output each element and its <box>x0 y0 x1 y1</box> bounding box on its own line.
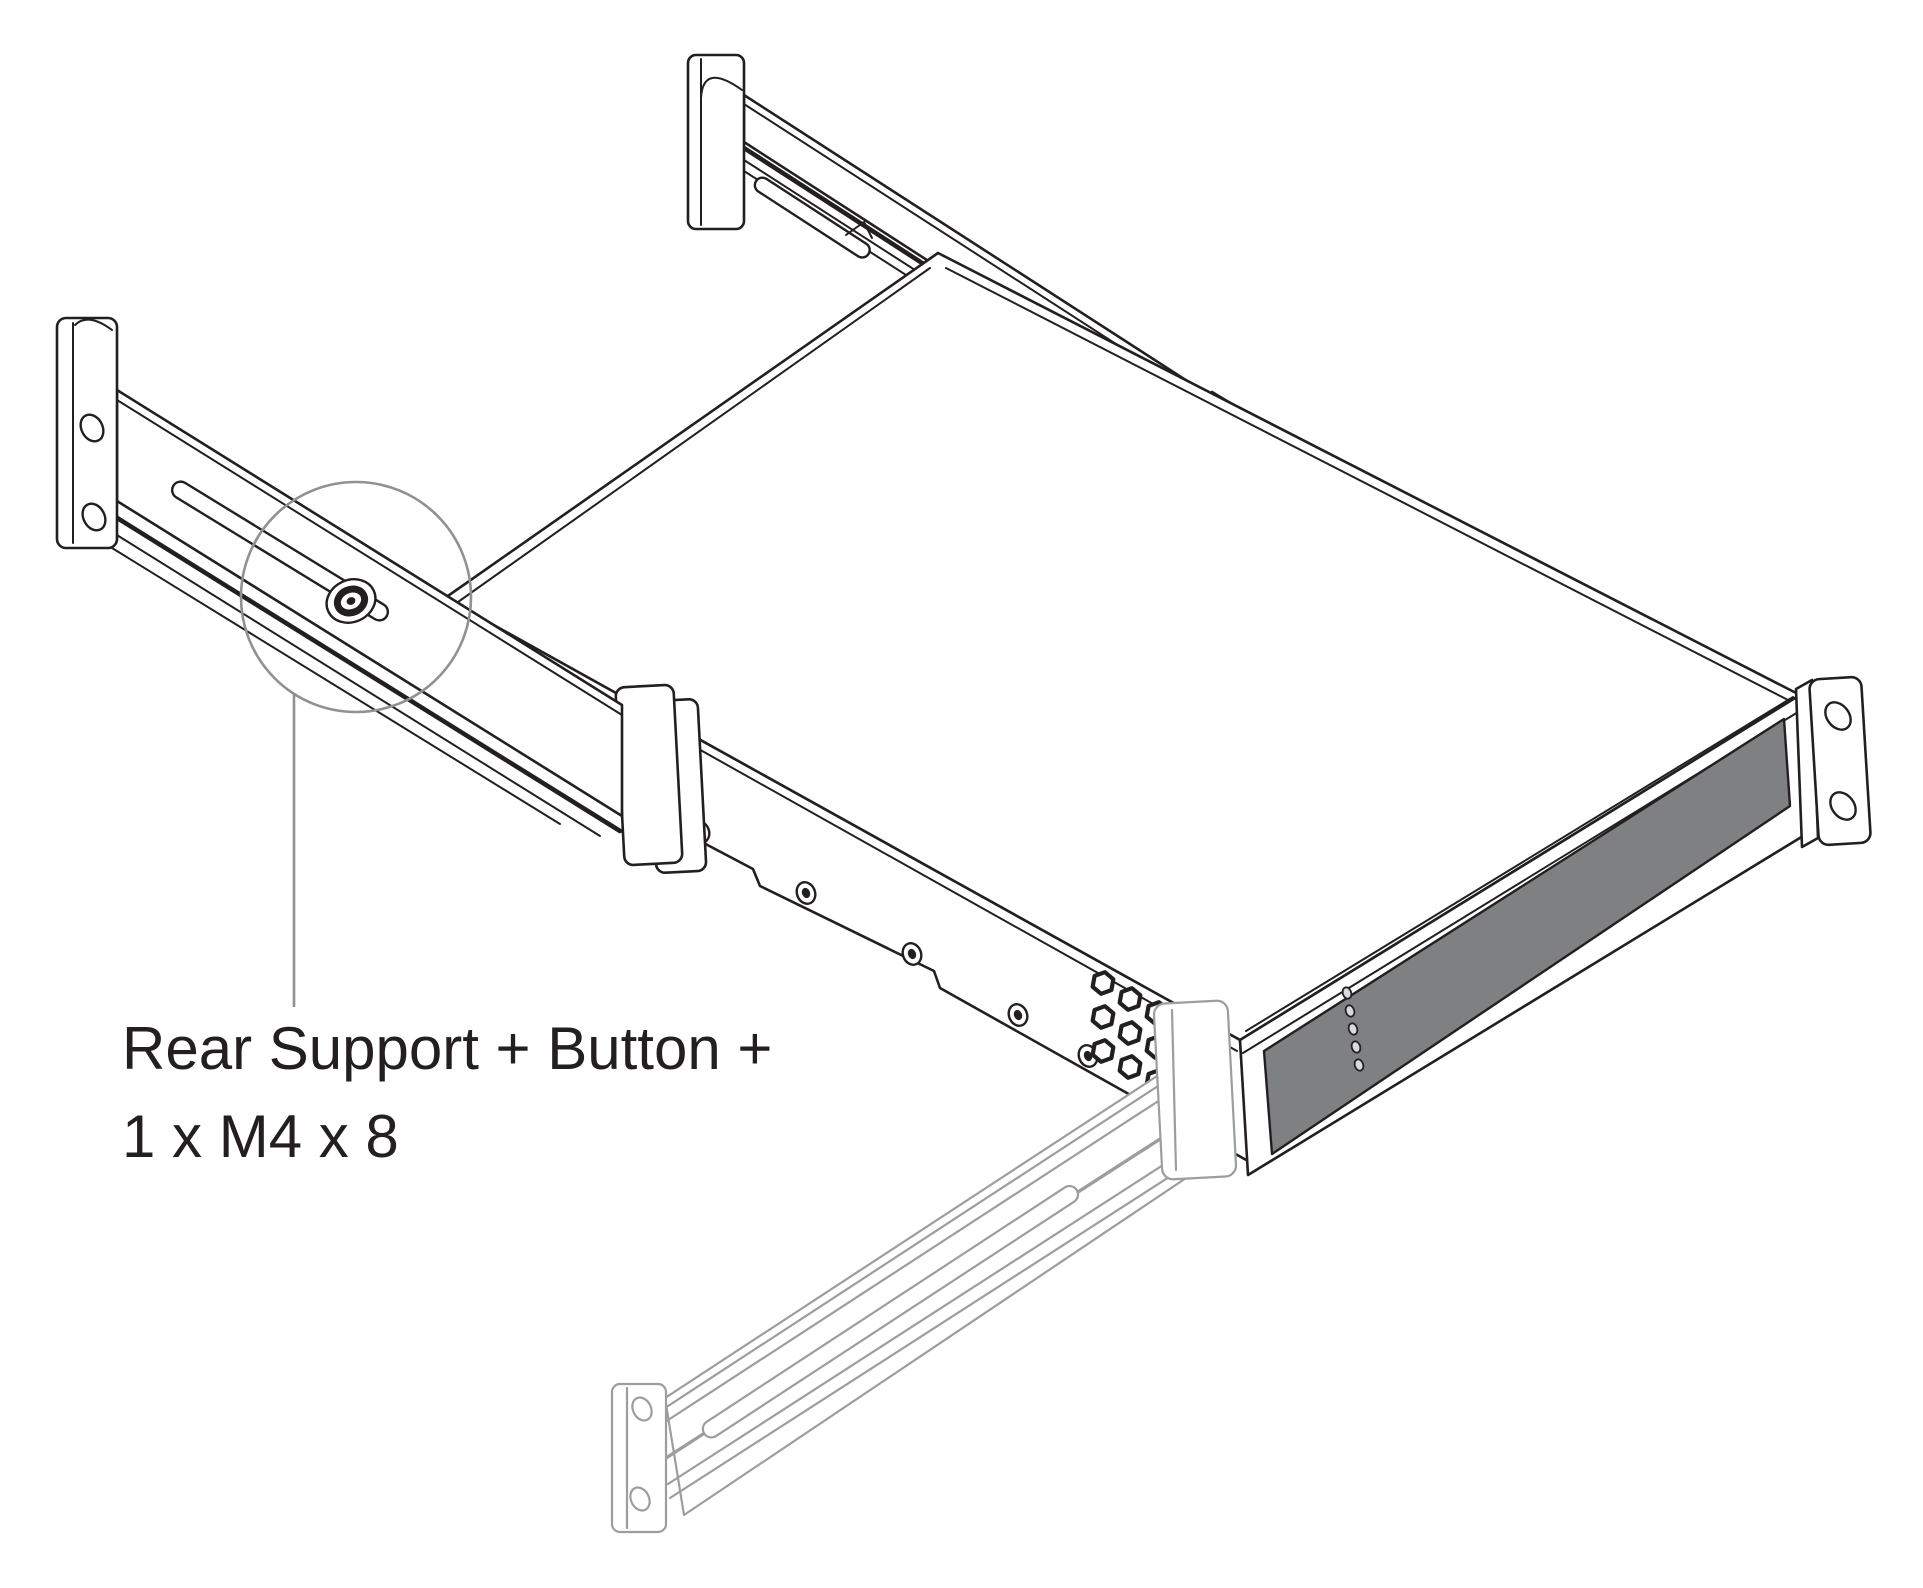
front-panel-leds <box>1341 986 1365 1072</box>
rail-slot-bottom <box>701 1184 1080 1439</box>
rack-ear-right <box>1794 675 1872 849</box>
rear-support-bracket-left <box>55 316 708 875</box>
front-panel <box>1238 693 1810 1177</box>
rear-support-rail-bottom <box>610 999 1238 1534</box>
callout-circle <box>239 480 473 714</box>
rail-flange-top <box>686 53 746 231</box>
callout <box>239 480 473 1007</box>
front-panel-display <box>1262 717 1792 1156</box>
button-screw <box>325 578 377 624</box>
callout-label-line2: 1 x M4 x 8 <box>122 1103 399 1170</box>
rail-slot <box>753 176 871 259</box>
callout-label-line1: Rear Support + Button + <box>122 1015 773 1082</box>
rail-flange-bottom <box>610 1382 668 1534</box>
bracket-flange-left <box>55 316 119 550</box>
bracket-slot <box>170 480 390 622</box>
